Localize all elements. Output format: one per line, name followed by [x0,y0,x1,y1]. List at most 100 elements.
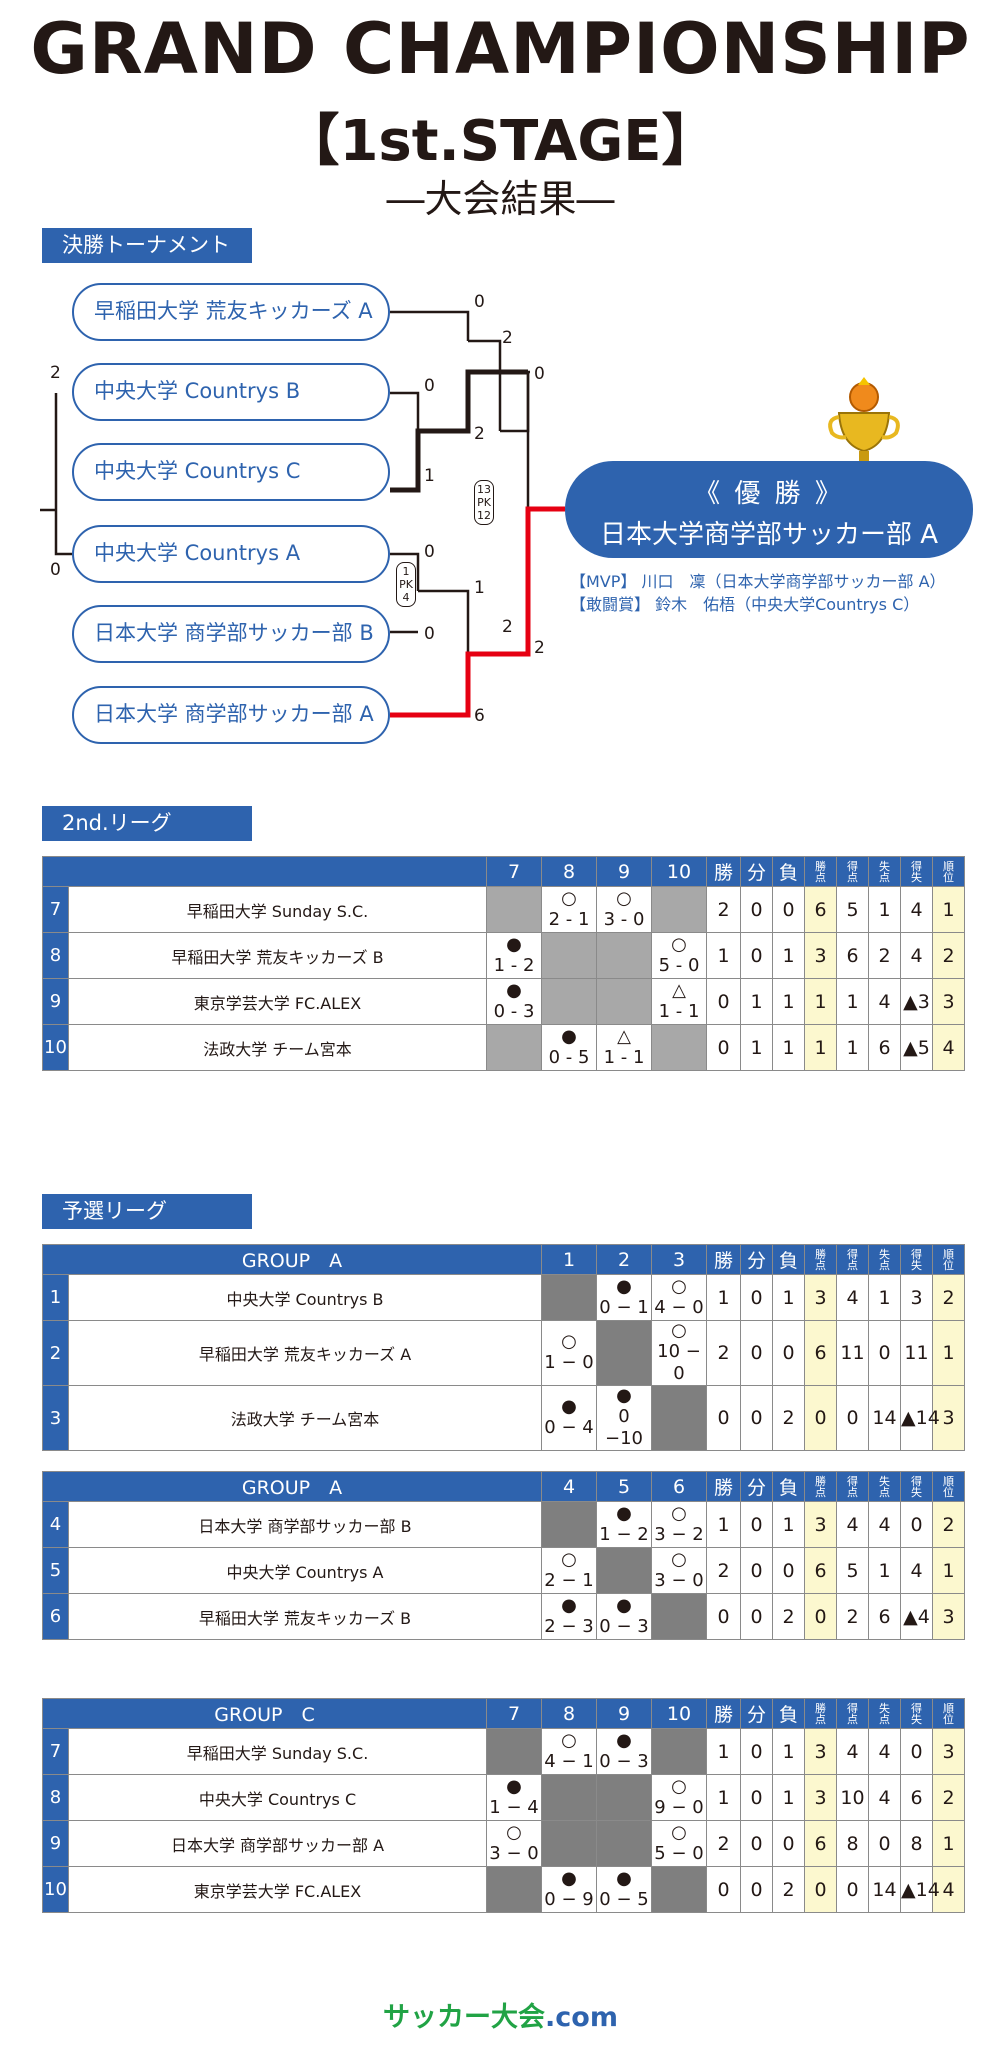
table-header-stat: 得点 [836,1244,869,1275]
logo-dot-com: .com [545,2002,618,2033]
pk-label: 1 PK 4 [396,562,416,607]
match-cell-blank [596,1820,653,1867]
result-score: 0 −10 [605,1406,643,1449]
goal-diff: 4 [900,932,933,979]
fighting-spirit-award: 【敢闘賞】 鈴木 佑梧（中央大学Countrys C） [570,595,920,614]
pk-label: 13 PK 12 [474,480,494,525]
goals-against: 6 [868,1024,901,1071]
points: 1 [804,978,837,1025]
result-score: 1 − 2 [599,1523,649,1545]
bracket-line [54,393,72,556]
match-cell-blank [651,1728,708,1775]
goals-against: 14 [868,1385,901,1451]
bracket-team: 日本大学 商学部サッカー部 A [72,686,390,744]
bracket-team: 中央大学 Countrys A [72,525,390,583]
table-header-stat: 失点 [868,1471,901,1502]
bracket-score: 2 [50,363,61,383]
wins: 1 [706,1274,741,1321]
table-header-stat: 失点 [868,1698,902,1729]
goals-for: 11 [836,1320,869,1386]
goals-for: 6 [836,932,869,979]
table-header-col: 3 [651,1244,707,1275]
champion-banner: 《 優 勝 》 日本大学商学部サッカー部 A [565,461,973,558]
result-score: 5 − 0 [654,1842,704,1864]
bracket-line [500,370,530,433]
result-score: 3 − 2 [654,1523,704,1545]
team-number: 5 [42,1547,69,1594]
rank: 4 [932,1024,965,1071]
table-header-stat: 分 [740,1698,774,1729]
goal-diff: ▲5 [900,1024,933,1071]
table-header-stat: 勝点 [804,1471,837,1502]
match-cell-blank [651,1385,707,1451]
losses: 0 [772,1820,806,1867]
result-mark: ○ [671,1548,687,1570]
result-score: 0 − 1 [599,1296,649,1318]
table-header-group: GROUP C [41,1698,488,1729]
losses: 0 [772,1547,805,1594]
mvp-award: 【MVP】 川口 凜（日本大学商学部サッカー部 A） [570,572,946,591]
bracket-line [468,339,502,431]
result-score: 9 − 0 [654,1796,704,1818]
bracket-champion-line [390,506,565,718]
points: 3 [804,1501,837,1548]
losses: 2 [772,1866,806,1913]
table-header-stat: 得失 [900,1471,933,1502]
result-score: 1 - 2 [493,954,535,976]
wins: 1 [706,1728,742,1775]
table-header-stat: 順位 [932,1244,965,1275]
match-result: ●2 − 3 [541,1593,597,1640]
result-mark: ● [616,1729,632,1751]
result-mark: △ [617,1025,631,1047]
table-header-col: 7 [486,856,542,887]
table-header-col: 6 [651,1471,707,1502]
match-cell-blank [596,1547,652,1594]
table-header-stat: 得失 [900,1698,934,1729]
goals-against: 4 [868,1728,902,1775]
goals-against: 0 [868,1820,902,1867]
table-header-stat: 順位 [932,856,965,887]
match-result: ○1 − 0 [541,1320,597,1386]
stage-title: 【1st.STAGE】 [283,109,718,174]
winner-label: 《 優 勝 》 [694,479,844,509]
draws: 0 [740,1385,773,1451]
bracket-score: 2 [502,328,513,348]
table-header-stat: 勝 [706,1471,741,1502]
rank: 4 [932,1866,966,1913]
points: 3 [804,932,837,979]
team-number: 9 [42,1820,69,1867]
match-result: ●1 - 2 [486,932,542,979]
points: 6 [804,1320,837,1386]
match-cell-blank [486,886,542,933]
goals-for: 5 [836,886,869,933]
table-header-stat: 負 [772,1698,806,1729]
result-score: 4 − 0 [654,1296,704,1318]
points: 3 [804,1774,838,1821]
team-number: 10 [42,1024,69,1071]
table-header-col: 2 [596,1244,652,1275]
bracket-score: 0 [534,364,545,384]
table-header-stat: 負 [772,1471,805,1502]
result-score: 0 − 5 [599,1888,649,1910]
wins: 1 [706,1774,742,1821]
losses: 0 [772,886,805,933]
team-name: 早稲田大学 Sunday S.C. [67,1728,488,1775]
table-header-stat: 勝 [706,1244,741,1275]
table-header-col: 9 [596,856,652,887]
table-header-col: 8 [541,1698,598,1729]
result-score: 2 − 1 [544,1569,594,1591]
draws: 0 [740,1274,773,1321]
result-score: 2 − 3 [544,1615,594,1637]
team-number: 8 [42,1774,69,1821]
bracket-lines [40,310,565,718]
table-header-stat: 分 [740,856,773,887]
result-score: 0 − 4 [544,1417,594,1438]
match-result: ●0 − 1 [596,1274,652,1321]
team-name: 中央大学 Countrys C [67,1774,488,1821]
match-cell-blank [541,1774,598,1821]
